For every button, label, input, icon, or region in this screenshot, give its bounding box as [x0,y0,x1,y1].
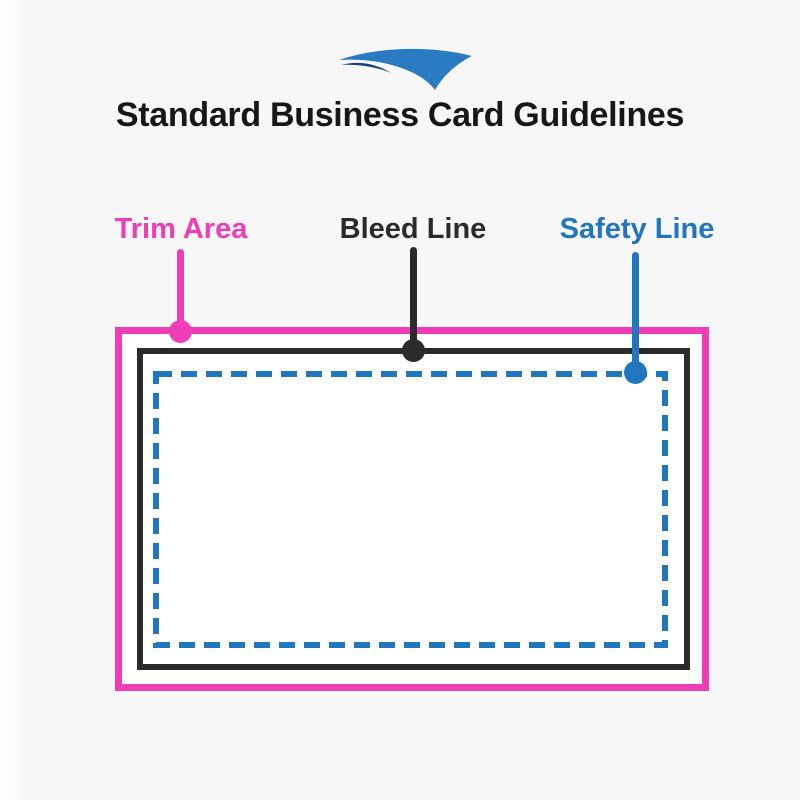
safety-connector-line [632,252,639,374]
trim-connector-line [177,249,184,333]
safety-line-rectangle [153,371,668,648]
safety-line-label: Safety Line [559,213,715,245]
bleed-line-label: Bleed Line [339,213,487,245]
bleed-line-rectangle [137,348,690,670]
swoosh-logo-icon [339,48,472,90]
safety-dashed-border [153,371,668,648]
trim-connector-dot [169,320,192,343]
trim-area-label: Trim Area [114,213,248,245]
bleed-connector-dot [402,339,425,362]
page-title: Standard Business Card Guidelines [115,96,685,134]
logo-primary-shape [339,48,472,90]
logo-shadow-shape [341,62,391,73]
bleed-connector-line [410,247,417,352]
safety-connector-dot [624,361,647,384]
